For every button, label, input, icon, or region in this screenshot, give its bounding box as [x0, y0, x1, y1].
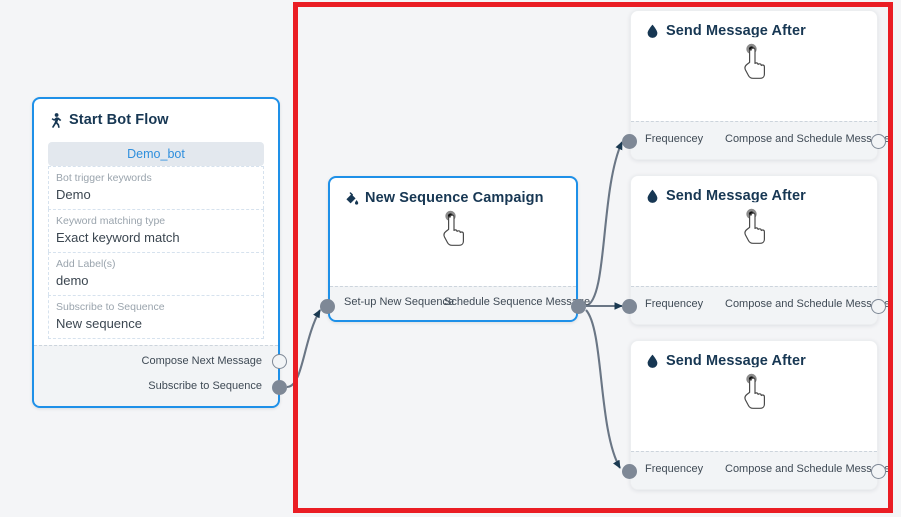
- port-label-compose-and-schedule-message: Compose and Schedule Message: [725, 463, 891, 475]
- send-node-title: Send Message After: [645, 23, 863, 39]
- send-node-footer: Frequencey Compose and Schedule Message: [631, 286, 890, 324]
- port-label-compose-and-schedule-message: Compose and Schedule Message: [725, 133, 891, 145]
- bot-name-pill[interactable]: Demo_bot: [48, 142, 264, 166]
- port-label-frequency: Frequencey: [645, 133, 704, 145]
- sequence-node-title: New Sequence Campaign: [344, 190, 562, 206]
- send-node-title-text: Send Message After: [666, 23, 806, 39]
- send-node-body: Send Message After: [631, 176, 877, 286]
- edge-sequence-to-send-3: [585, 309, 621, 469]
- port-label-compose-next-message: Compose Next Message: [141, 355, 262, 367]
- pointing-hand-cursor: [730, 37, 778, 85]
- field-bot-trigger-keywords[interactable]: Bot trigger keywords Demo: [48, 166, 264, 209]
- port-sequence-output[interactable]: [571, 299, 586, 314]
- start-node-title-text: Start Bot Flow: [69, 112, 169, 128]
- node-send-message-after-3[interactable]: Send Message After Frequencey Compose an…: [630, 340, 890, 490]
- send-node-body: Send Message After: [631, 341, 877, 451]
- port-start-subscribe-to-sequence[interactable]: [272, 380, 287, 395]
- send-node-footer: Frequencey Compose and Schedule Message: [631, 121, 890, 159]
- field-value: Exact keyword match: [56, 230, 180, 245]
- field-add-labels[interactable]: Add Label(s) demo: [48, 252, 264, 295]
- field-label: Subscribe to Sequence: [56, 301, 165, 313]
- droplet-icon: [645, 353, 660, 369]
- send-node-title: Send Message After: [645, 353, 863, 369]
- running-person-icon: [48, 112, 63, 128]
- field-label: Keyword matching type: [56, 215, 166, 227]
- field-label: Add Label(s): [56, 258, 116, 270]
- send-node-body: Send Message After: [631, 11, 877, 121]
- node-new-sequence-campaign[interactable]: New Sequence Campaign Set-up New Sequenc…: [328, 176, 590, 322]
- edge-start-to-sequence: [286, 309, 321, 389]
- droplet-icon: [645, 23, 660, 39]
- port-label-setup-new-sequence: Set-up New Sequence: [344, 296, 455, 308]
- sequence-node-footer: Set-up New Sequence Schedule Sequence Me…: [330, 286, 590, 320]
- pointing-hand-cursor: [730, 202, 778, 250]
- node-send-message-after-1[interactable]: Send Message After Frequencey Compose an…: [630, 10, 890, 160]
- paint-pour-icon: [344, 190, 359, 206]
- port-send-3-input[interactable]: [622, 464, 637, 479]
- port-send-3-output[interactable]: [871, 464, 886, 479]
- bot-name-text: Demo_bot: [127, 147, 185, 161]
- port-send-2-output[interactable]: [871, 299, 886, 314]
- pointing-hand-cursor: [429, 204, 477, 252]
- start-node-footer: Compose Next Message Subscribe to Sequen…: [34, 345, 278, 406]
- send-node-title-text: Send Message After: [666, 353, 806, 369]
- port-label-subscribe-to-sequence: Subscribe to Sequence: [148, 380, 262, 392]
- send-node-title: Send Message After: [645, 188, 863, 204]
- port-label-frequency: Frequencey: [645, 298, 704, 310]
- send-node-title-text: Send Message After: [666, 188, 806, 204]
- port-label-frequency: Frequencey: [645, 463, 704, 475]
- port-send-1-input[interactable]: [622, 134, 637, 149]
- field-subscribe-to-sequence[interactable]: Subscribe to Sequence New sequence: [48, 295, 264, 339]
- field-value: Demo: [56, 187, 91, 202]
- port-sequence-input[interactable]: [320, 299, 335, 314]
- node-send-message-after-2[interactable]: Send Message After Frequencey Compose an…: [630, 175, 890, 325]
- send-node-footer: Frequencey Compose and Schedule Message: [631, 451, 890, 489]
- field-value: New sequence: [56, 316, 142, 331]
- sequence-node-body: New Sequence Campaign: [330, 178, 576, 286]
- start-node-title: Start Bot Flow: [48, 112, 264, 128]
- start-node-body: Start Bot Flow Demo_bot Bot trigger keyw…: [34, 99, 278, 345]
- field-keyword-matching-type[interactable]: Keyword matching type Exact keyword matc…: [48, 209, 264, 252]
- port-label-compose-and-schedule-message: Compose and Schedule Message: [725, 298, 891, 310]
- field-value: demo: [56, 273, 89, 288]
- port-label-schedule-sequence-message: Schedule Sequence Message: [444, 296, 591, 308]
- port-send-2-input[interactable]: [622, 299, 637, 314]
- node-start-bot-flow[interactable]: Start Bot Flow Demo_bot Bot trigger keyw…: [32, 97, 280, 408]
- edge-sequence-to-send-1: [585, 141, 623, 308]
- sequence-node-title-text: New Sequence Campaign: [365, 190, 544, 206]
- field-label: Bot trigger keywords: [56, 172, 152, 184]
- port-send-1-output[interactable]: [871, 134, 886, 149]
- pointing-hand-cursor: [730, 367, 778, 415]
- droplet-icon: [645, 188, 660, 204]
- port-start-compose-next-message[interactable]: [272, 354, 287, 369]
